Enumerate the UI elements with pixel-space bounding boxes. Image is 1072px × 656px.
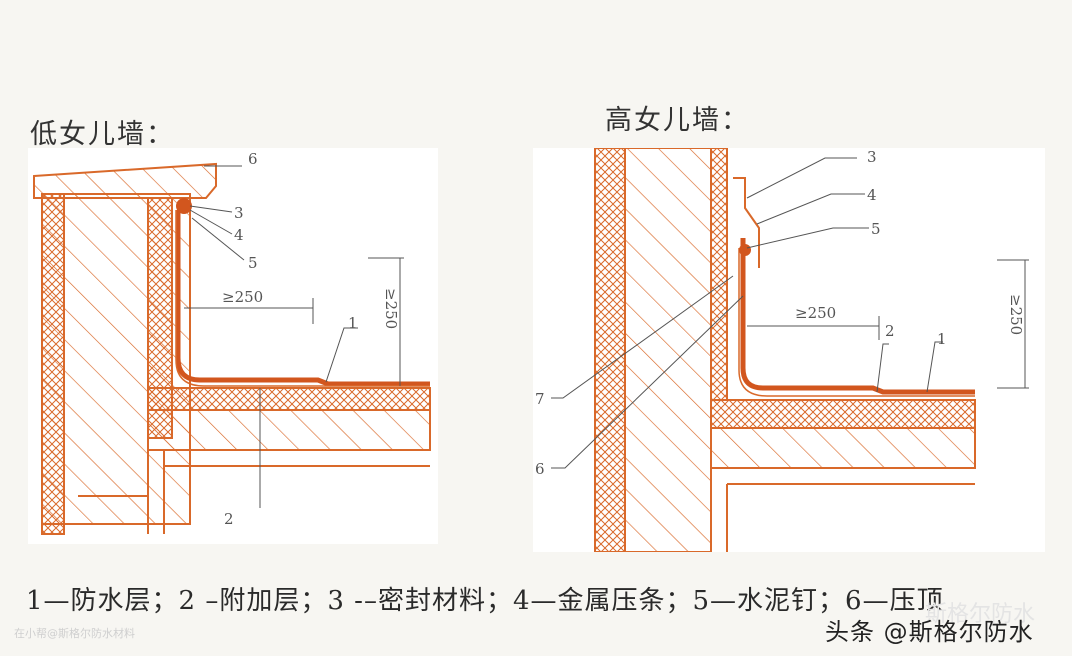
callout-6: 6 bbox=[535, 460, 545, 478]
leader-3 bbox=[746, 157, 857, 199]
metal-flashing bbox=[733, 177, 760, 268]
roof-insulation bbox=[147, 387, 431, 411]
dim-label-v: ≥250 bbox=[1007, 294, 1025, 335]
waterproof-membrane bbox=[740, 238, 975, 395]
callout-1: 1 bbox=[937, 330, 947, 348]
inner-insulation bbox=[710, 148, 728, 401]
outer-insulation bbox=[41, 193, 65, 535]
sealant bbox=[176, 198, 192, 214]
left-diagram-title: 低女儿墙： bbox=[30, 119, 175, 150]
parapet-wall bbox=[624, 148, 712, 552]
callout-5: 5 bbox=[248, 254, 258, 272]
watermark-faded: 斯格尔防水 bbox=[925, 602, 1036, 627]
callout-7: 7 bbox=[535, 390, 545, 408]
additional-layer bbox=[738, 248, 975, 397]
leader-2 bbox=[876, 343, 889, 393]
leader-1 bbox=[926, 341, 943, 393]
coping-cap bbox=[33, 162, 217, 199]
callout-2: 2 bbox=[885, 322, 895, 340]
callout-4: 4 bbox=[234, 226, 244, 244]
leader-5 bbox=[746, 227, 869, 249]
leader-3 bbox=[189, 205, 233, 213]
callout-3: 3 bbox=[867, 148, 877, 166]
waterproof-membrane bbox=[175, 210, 430, 387]
leader-6 bbox=[551, 295, 744, 469]
callout-3: 3 bbox=[234, 204, 244, 222]
additional-layer bbox=[175, 210, 430, 387]
leader-4 bbox=[756, 193, 865, 225]
right-diagram-title: 高女儿墙： bbox=[605, 105, 750, 136]
leader-4 bbox=[189, 209, 233, 235]
leader-7 bbox=[551, 275, 734, 399]
high-parapet-diagram: ≥250 ≥250 3 4 5 2 1 7 6 bbox=[533, 148, 1045, 552]
dim-label-v: ≥250 bbox=[382, 288, 400, 329]
low-parapet-drawing: ≥250 ≥250 6 3 4 5 1 2 bbox=[33, 150, 431, 535]
callout-5: 5 bbox=[871, 220, 881, 238]
leader-5 bbox=[191, 217, 245, 261]
dim-line-v bbox=[368, 257, 404, 386]
watermark-main: 头条 @斯格尔防水 bbox=[825, 618, 1034, 646]
callout-6: 6 bbox=[248, 150, 258, 168]
callout-1: 1 bbox=[348, 314, 358, 332]
roof-slab bbox=[147, 409, 431, 451]
low-parapet-diagram: ≥250 ≥250 6 3 4 5 1 2 bbox=[28, 148, 438, 544]
leader-1 bbox=[325, 327, 358, 383]
watermark-small: 在小帮@斯格尔防水材料 bbox=[14, 627, 135, 640]
roof-slab bbox=[710, 427, 976, 469]
callout-2: 2 bbox=[224, 510, 234, 528]
dim-line-v bbox=[997, 259, 1029, 389]
legend: 1—防水层；2 –附加层；3 -–密封材料；4—金属压条；5—水泥钉；6—压顶 bbox=[26, 586, 944, 616]
ceiling-lines bbox=[710, 468, 975, 552]
ceiling-lines bbox=[147, 450, 430, 534]
dim-line-h bbox=[747, 316, 880, 340]
high-parapet-drawing: ≥250 ≥250 3 4 5 2 1 7 6 bbox=[535, 148, 1029, 552]
dim-label-h: ≥250 bbox=[795, 304, 836, 322]
callout-4: 4 bbox=[867, 186, 877, 204]
sealant bbox=[739, 244, 751, 256]
roof-insulation bbox=[710, 399, 976, 429]
outer-insulation bbox=[594, 148, 626, 552]
dim-label-h: ≥250 bbox=[222, 288, 263, 306]
